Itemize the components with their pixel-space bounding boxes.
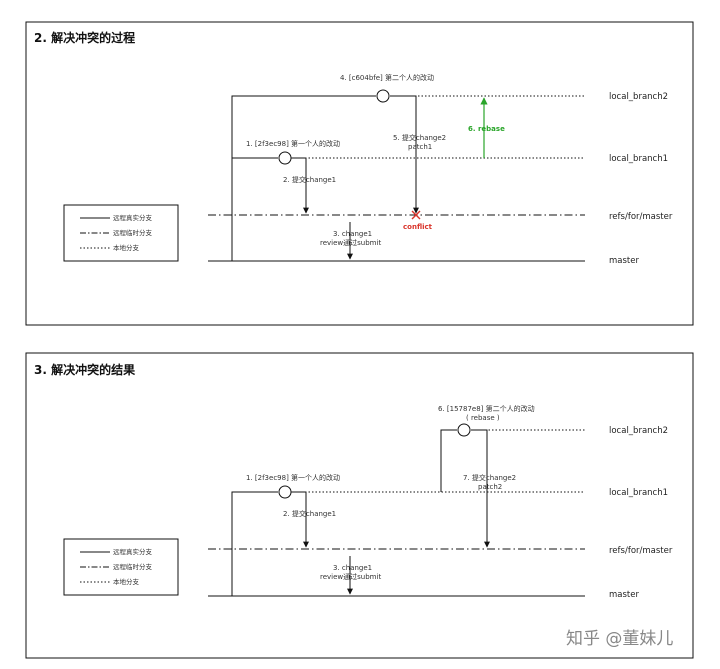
commit2-label: 4. [c604bfe] 第二个人的改动 <box>340 73 434 82</box>
submit2-label: 7. 提交change2 <box>463 473 516 482</box>
conflict-label: conflict <box>403 223 433 231</box>
commit-node-2 <box>457 423 471 437</box>
branch-label-master: master <box>609 590 639 600</box>
commit2-sub-label: ( rebase ) <box>466 414 500 422</box>
branch-label-refs-for-master: refs/for/master <box>609 212 673 222</box>
submit1-label: 2. 提交change1 <box>283 509 336 518</box>
branch2-path <box>231 95 376 261</box>
panel-frame <box>25 352 694 659</box>
commit2-label: 6. [15787e8] 第二个人的改动 <box>438 404 535 413</box>
legend-remote-temp: 远程临时分支 <box>113 562 153 571</box>
legend-local: 本地分支 <box>113 577 140 586</box>
commit-node-1 <box>278 151 292 165</box>
legend: 远程真实分支 远程临时分支 本地分支 <box>63 538 179 596</box>
branch-label-master: master <box>609 256 639 266</box>
legend-remote-real: 远程真实分支 <box>113 213 153 222</box>
submit2-patch: patch2 <box>478 483 502 491</box>
commit1-label: 1. [2f3ec98] 第一个人的改动 <box>246 473 340 482</box>
commit-node-2 <box>376 89 390 103</box>
review-label-2: review通过submit <box>320 238 381 247</box>
legend-remote-temp: 远程临时分支 <box>113 228 153 237</box>
branch1-path <box>231 491 278 596</box>
branch-label-local-branch2: local_branch2 <box>609 92 668 102</box>
branch-label-refs-for-master: refs/for/master <box>609 546 673 556</box>
watermark: 知乎 @董妹儿 <box>566 629 673 649</box>
commit-node-1 <box>278 485 292 499</box>
branch-label-local-branch2: local_branch2 <box>609 426 668 436</box>
submit2-patch: patch1 <box>408 143 432 151</box>
rebase-label: 6. rebase <box>468 125 505 133</box>
review-label-1: 3. change1 <box>333 564 372 572</box>
submit1-label: 2. 提交change1 <box>283 175 336 184</box>
review-label-1: 3. change1 <box>333 230 372 238</box>
legend-local: 本地分支 <box>113 243 140 252</box>
submit2-arrow <box>390 95 419 214</box>
legend: 远程真实分支 远程临时分支 本地分支 <box>63 204 179 262</box>
panel-frame <box>25 21 694 326</box>
submit2-label: 5. 提交change2 <box>393 133 446 142</box>
panel-title: 2. 解决冲突的过程 <box>34 30 135 45</box>
legend-remote-real: 远程真实分支 <box>113 547 153 556</box>
panel-title: 3. 解决冲突的结果 <box>34 362 135 377</box>
commit1-label: 1. [2f3ec98] 第一个人的改动 <box>246 139 340 148</box>
submit1-arrow <box>291 157 309 214</box>
branch-label-local-branch1: local_branch1 <box>609 488 668 498</box>
branch-label-local-branch1: local_branch1 <box>609 154 668 164</box>
panel-result: 3. 解决冲突的结果 6. [15787e8] 第二个人的改动 ( rebase… <box>25 352 694 659</box>
review-label-2: review通过submit <box>320 572 381 581</box>
conflict-mark-icon <box>411 210 421 220</box>
submit1-arrow <box>291 491 309 548</box>
rebased-branch2-path <box>440 429 457 492</box>
submit2-arrow <box>471 429 490 548</box>
panel-process: 2. 解决冲突的过程 conflict 6. rebase 4. [c604bf… <box>25 21 694 326</box>
